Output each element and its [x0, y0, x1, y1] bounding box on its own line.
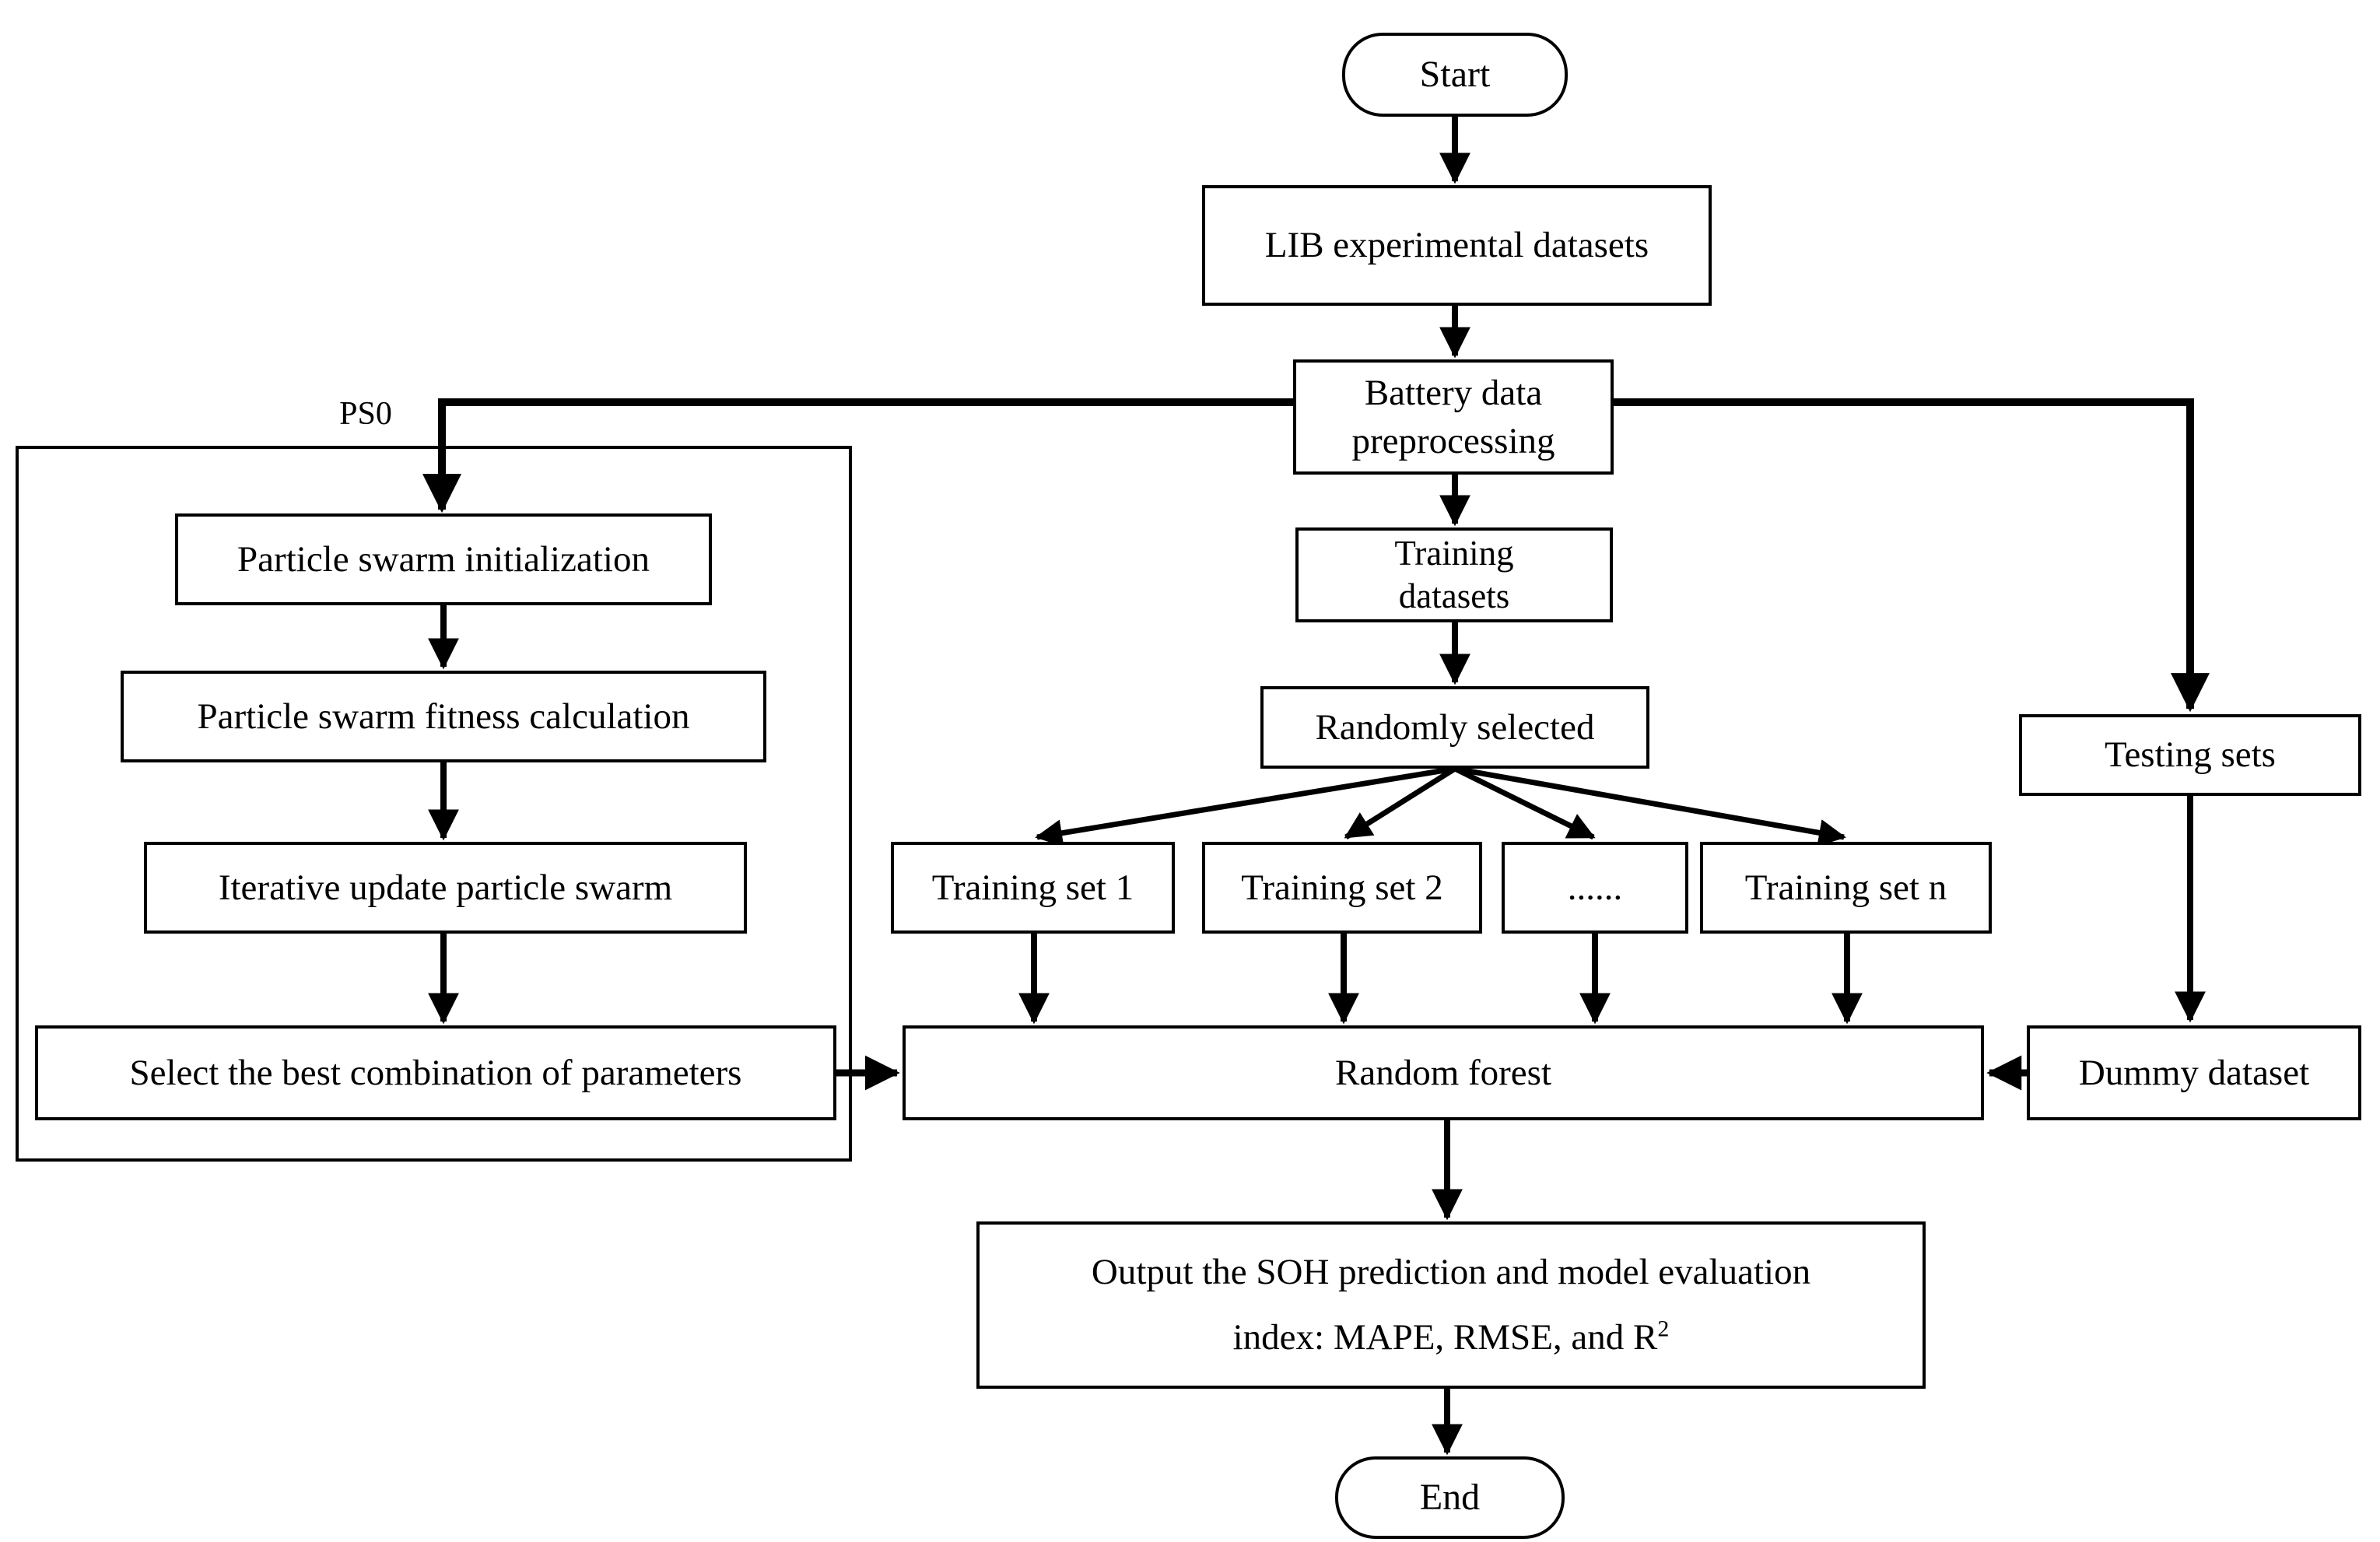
- output-node: Output the SOH prediction and model eval…: [976, 1221, 1926, 1389]
- dummy-dataset-label: Dummy dataset: [2078, 1052, 2310, 1093]
- training-set-1-label: Training set 1: [931, 867, 1134, 908]
- particle-swarm-fitness-node: Particle swarm fitness calculation: [121, 671, 766, 762]
- battery-preprocessing-line2: preprocessing: [1351, 421, 1555, 461]
- testing-sets-label: Testing sets: [2105, 734, 2276, 776]
- random-forest-node: Random forest: [903, 1025, 1984, 1120]
- training-datasets-line2: datasets: [1398, 576, 1510, 615]
- training-set-2-node: Training set 2: [1202, 842, 1482, 934]
- pso-container: [16, 446, 852, 1162]
- training-datasets-node: Training datasets: [1295, 527, 1613, 622]
- select-best-parameters-label: Select the best combination of parameter…: [129, 1052, 742, 1093]
- training-datasets-line1: Training: [1394, 534, 1514, 573]
- randomly-selected-node: Randomly selected: [1260, 686, 1649, 769]
- training-set-ellipsis-node: ......: [1502, 842, 1688, 934]
- lib-datasets-label: LIB experimental datasets: [1264, 225, 1649, 266]
- output-line1: Output the SOH prediction and model eval…: [1091, 1251, 1811, 1292]
- arrow-battery-to-testing: [1614, 398, 2210, 713]
- particle-swarm-initialization-node: Particle swarm initialization: [175, 513, 712, 605]
- particle-swarm-fitness-label: Particle swarm fitness calculation: [197, 696, 690, 737]
- end-label: End: [1419, 1477, 1481, 1519]
- testing-sets-node: Testing sets: [2019, 714, 2361, 796]
- dummy-dataset-node: Dummy dataset: [2027, 1025, 2361, 1120]
- training-set-2-label: Training set 2: [1241, 867, 1443, 908]
- training-set-ellipsis-label: ......: [1567, 867, 1623, 908]
- end-node: End: [1335, 1456, 1565, 1539]
- random-forest-label: Random forest: [1334, 1052, 1552, 1093]
- pso-label: PS0: [339, 396, 392, 432]
- training-set-1-node: Training set 1: [891, 842, 1175, 934]
- lib-datasets-node: LIB experimental datasets: [1202, 185, 1712, 306]
- arrow-randomly-to-dots: [1453, 766, 1596, 840]
- battery-preprocessing-line1: Battery data: [1364, 372, 1543, 413]
- iterative-update-label: Iterative update particle swarm: [218, 867, 673, 908]
- arrow-battery-to-pso: [422, 398, 1293, 513]
- training-set-n-label: Training set n: [1744, 867, 1947, 908]
- randomly-selected-label: Randomly selected: [1315, 706, 1595, 748]
- arrow-randomly-to-set1: [1035, 766, 1456, 847]
- arrow-randomly-to-setn: [1454, 766, 1846, 846]
- start-node: Start: [1342, 33, 1568, 117]
- battery-preprocessing-node: Battery data preprocessing: [1293, 359, 1614, 475]
- output-line2: index: MAPE, RMSE, and R2: [1232, 1315, 1670, 1358]
- particle-swarm-initialization-label: Particle swarm initialization: [237, 538, 650, 580]
- select-best-parameters-node: Select the best combination of parameter…: [35, 1025, 836, 1120]
- start-label: Start: [1419, 54, 1491, 96]
- training-set-n-node: Training set n: [1700, 842, 1992, 934]
- output-r-squared-sup: 2: [1657, 1315, 1670, 1341]
- iterative-update-node: Iterative update particle swarm: [144, 842, 747, 934]
- arrow-randomly-to-set2: [1344, 766, 1456, 839]
